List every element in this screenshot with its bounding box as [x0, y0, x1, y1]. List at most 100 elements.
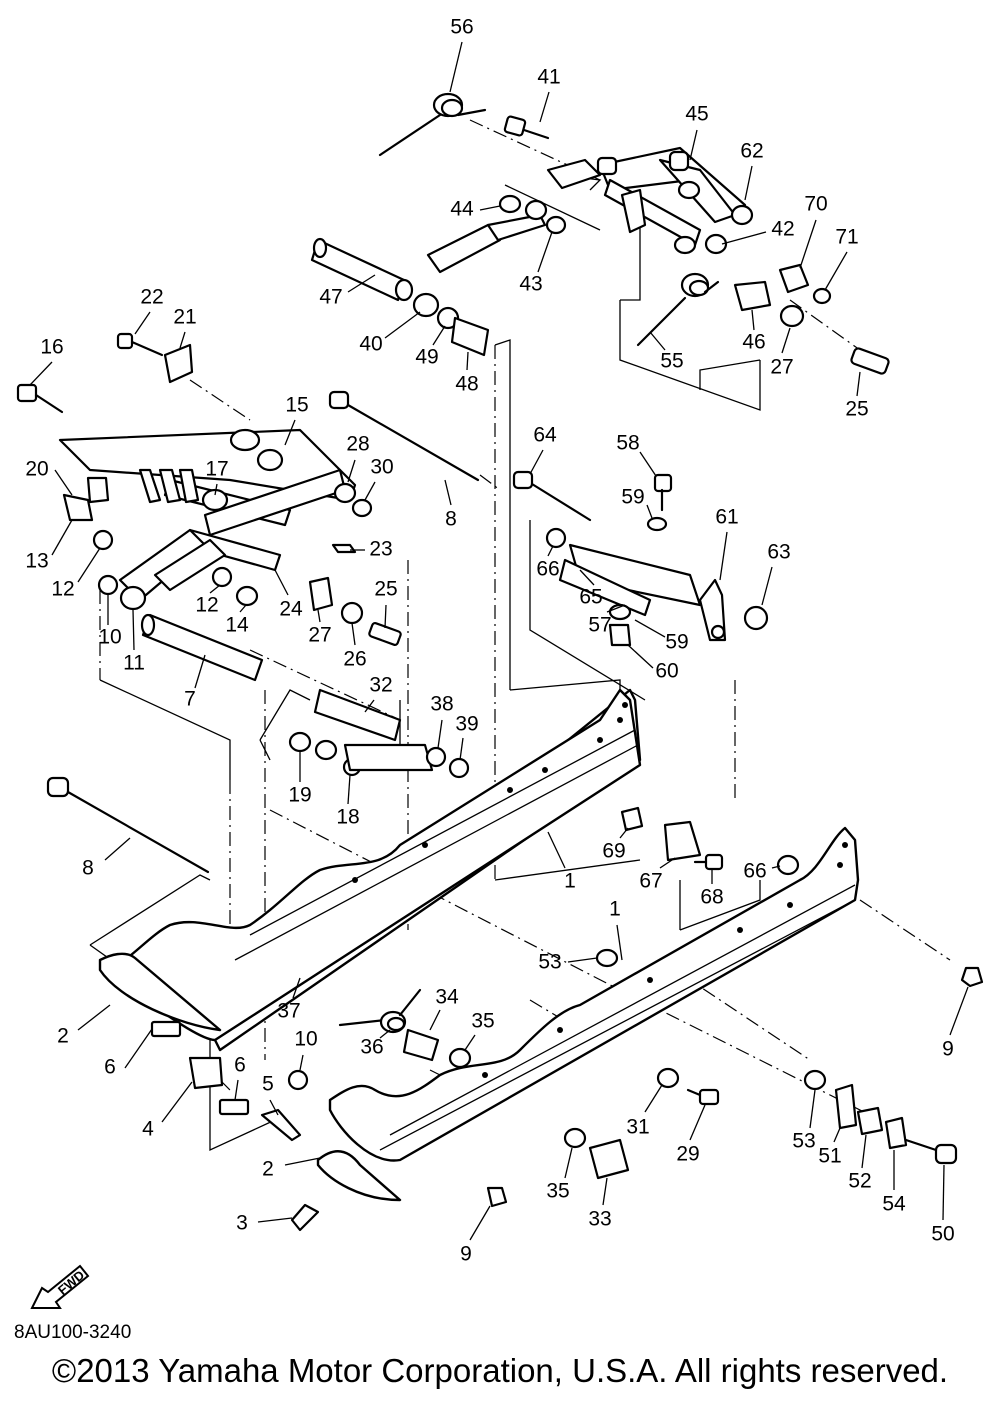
torsion-spring-56: [378, 92, 487, 157]
callout-34: 34: [429, 986, 459, 1031]
callout-number: 45: [685, 103, 708, 126]
callout-24: 24: [274, 569, 303, 621]
callout-6a: 6: [104, 1028, 153, 1079]
callout-16: 16: [29, 336, 64, 386]
callout-number: 66: [536, 558, 559, 581]
callout-leader-line: [719, 531, 728, 581]
callout-31: 31: [626, 1084, 663, 1139]
torsion-spring-55: [636, 272, 720, 347]
callout-35a: 35: [464, 1010, 495, 1051]
callout-number: 8: [82, 857, 94, 880]
callout-leader-line: [269, 1099, 279, 1116]
callout-number: 32: [369, 674, 392, 697]
callout-leader-line: [384, 311, 421, 339]
callout-leader-line: [209, 584, 221, 594]
callout-number: 21: [173, 306, 196, 329]
callout-number: 70: [804, 193, 827, 216]
callout-leader-line: [659, 857, 676, 869]
callout-54: 54: [882, 1150, 906, 1216]
callout-leader-line: [384, 604, 387, 629]
callout-43: 43: [519, 231, 553, 296]
callout-number: 15: [285, 394, 308, 417]
callout-leader-line: [179, 331, 186, 349]
bushing-cluster-right: [704, 233, 890, 375]
callout-27a: 27: [770, 327, 794, 379]
callout-71: 71: [824, 226, 859, 291]
callout-12a: 12: [51, 547, 101, 601]
callout-leader-line: [284, 419, 296, 446]
callout-49: 49: [415, 325, 446, 369]
callout-19: 19: [288, 752, 312, 807]
callout-55: 55: [649, 331, 684, 373]
callout-leader-line: [54, 469, 73, 496]
slide-rail-right: [316, 826, 860, 1202]
rear-arm-assembly: [546, 146, 754, 255]
callout-leader-line: [537, 231, 553, 273]
callout-leader-line: [602, 1177, 608, 1206]
callout-51: 51: [818, 1127, 842, 1168]
callout-42: 42: [721, 218, 795, 245]
callout-leader-line: [284, 1157, 321, 1166]
long-bolt-8-lower: [46, 776, 210, 874]
callout-number: 29: [676, 1143, 699, 1166]
callout-leader-line: [771, 865, 781, 869]
slide-rail-left: [98, 688, 642, 1052]
callout-leader-line: [833, 1127, 841, 1143]
callout-number: 61: [715, 506, 738, 529]
callout-number: 63: [767, 541, 790, 564]
callout-leader-line: [469, 1205, 491, 1241]
callout-leader-line: [239, 604, 247, 613]
callout-number: 44: [450, 198, 474, 221]
callout-number: 33: [588, 1208, 611, 1231]
callout-number: 10: [294, 1028, 317, 1051]
callout-6b: 6: [234, 1054, 246, 1101]
callout-leader-line: [379, 1029, 391, 1039]
callout-number: 43: [519, 273, 542, 296]
callout-61: 61: [715, 506, 739, 581]
callout-25b: 25: [374, 578, 398, 629]
callout-9b: 9: [460, 1205, 491, 1266]
callout-22: 22: [134, 286, 164, 335]
callout-30: 30: [364, 456, 394, 501]
callout-number: 71: [835, 226, 858, 249]
callout-number: 27: [770, 356, 793, 379]
pivot-link-assembly: [512, 470, 769, 647]
callout-leader-line: [721, 231, 767, 245]
callout-leader-line: [161, 1081, 193, 1123]
callout-35b: 35: [546, 1147, 573, 1203]
callout-68: 68: [700, 868, 724, 909]
callout-52: 52: [848, 1134, 872, 1193]
long-bolt-8-upper: [328, 390, 480, 482]
callout-number: 66: [743, 860, 766, 883]
callout-leader-line: [639, 451, 657, 477]
callout-number: 6: [234, 1054, 246, 1077]
callout-number: 20: [25, 458, 48, 481]
callout-1a: 1: [547, 831, 576, 893]
callout-number: 7: [184, 688, 196, 711]
callout-number: 12: [51, 578, 74, 601]
callout-59a: 59: [621, 486, 653, 519]
callout-leader-line: [616, 924, 623, 961]
callout-17: 17: [205, 458, 229, 496]
callout-leader-line: [619, 827, 629, 839]
callout-7: 7: [184, 654, 206, 711]
callout-48: 48: [455, 351, 479, 396]
callout-13: 13: [25, 519, 73, 573]
callout-number: 49: [415, 346, 438, 369]
callout-leader-line: [761, 566, 773, 606]
shock-absorber: [310, 194, 567, 357]
callout-number: 5: [262, 1073, 274, 1096]
callout-leader-line: [347, 274, 376, 293]
callout-number: 16: [40, 336, 63, 359]
callout-leader-line: [644, 1084, 663, 1113]
callout-64: 64: [529, 424, 557, 475]
callout-1b: 1: [609, 898, 623, 961]
callout-number: 34: [435, 986, 459, 1009]
callout-leader-line: [364, 481, 376, 501]
callout-2a: 2: [57, 1004, 111, 1048]
callout-20: 20: [25, 458, 73, 496]
callout-33: 33: [588, 1177, 612, 1231]
callout-45: 45: [685, 103, 709, 161]
callout-number: 30: [370, 456, 393, 479]
callout-number: 54: [882, 1193, 906, 1216]
